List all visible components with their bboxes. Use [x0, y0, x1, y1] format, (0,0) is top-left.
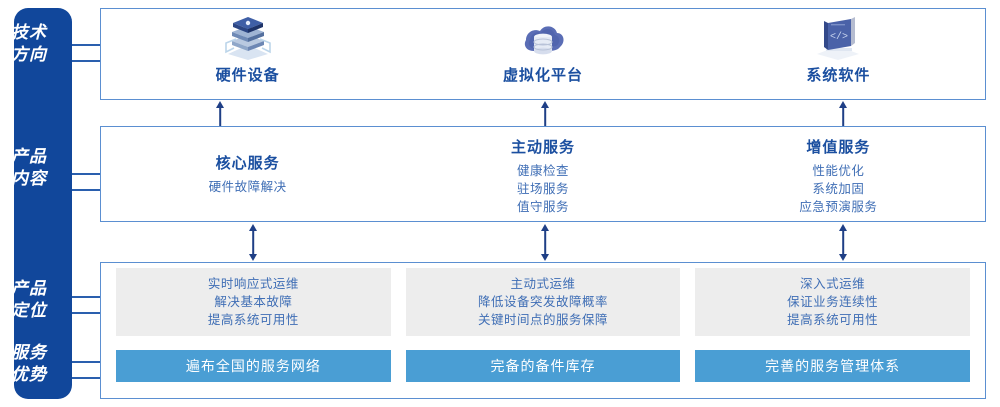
arrow-shaft [544, 229, 546, 256]
position-line: 解决基本故障 [214, 295, 293, 309]
position-line: 深入式运维 [800, 277, 866, 291]
tech-label-system-software: 系统软件 [806, 67, 871, 84]
rail-label-product-content: 产品 内容 [0, 146, 58, 190]
content-item: 值守服务 [516, 200, 569, 214]
connector-advantage-upper [72, 361, 101, 363]
content-title-proactive-service: 主动服务 [510, 139, 575, 156]
tech-column-virtualization[interactable]: 虚拟化平台 [395, 8, 690, 100]
arrow-bidirectional-right [833, 224, 853, 261]
advantage-bar-spare-parts[interactable]: 完备的备件库存 [405, 350, 681, 382]
category-rail [14, 8, 72, 399]
content-column-value-added-service[interactable]: 增值服务 性能优化 系统加固 应急预演服务 [691, 126, 986, 222]
rail-label-line: 方向 [11, 45, 47, 64]
content-item: 应急预演服务 [799, 200, 878, 214]
arrow-head [839, 101, 847, 108]
tech-column-hardware[interactable]: 硬件设备 [100, 8, 395, 100]
position-card-indepth[interactable]: 深入式运维 保证业务连续性 提高系统可用性 [695, 268, 971, 336]
rail-label-line: 服务 [11, 343, 47, 362]
content-title-core-service: 核心服务 [215, 155, 280, 172]
content-item: 健康检查 [516, 164, 569, 178]
product-content-section [100, 126, 986, 222]
position-card-realtime[interactable]: 实时响应式运维 解决基本故障 提高系统可用性 [116, 268, 391, 336]
product-content-columns: 核心服务 硬件故障解决 主动服务 健康检查 驻场服务 值守服务 增值服务 性能优… [100, 126, 986, 222]
position-line: 保证业务连续性 [787, 295, 879, 309]
cloud-database-icon [517, 14, 569, 62]
arrow-bidirectional-left [243, 224, 263, 261]
connector-tech-lower [72, 60, 101, 62]
content-column-proactive-service[interactable]: 主动服务 健康检查 驻场服务 值守服务 [395, 126, 690, 222]
content-item: 性能优化 [812, 164, 865, 178]
rail-label-line: 产品 [11, 147, 47, 166]
content-item: 硬件故障解决 [208, 180, 287, 194]
content-item: 驻场服务 [516, 182, 569, 196]
rail-label-line: 内容 [11, 169, 47, 188]
arrow-head [541, 224, 549, 231]
rail-label-line: 定位 [11, 301, 47, 320]
server-stack-icon [222, 14, 274, 62]
arrow-head [541, 101, 549, 108]
code-screen-icon: </> [810, 14, 866, 62]
connector-content-upper [72, 173, 101, 175]
rail-label-line: 产品 [11, 279, 47, 298]
arrow-shaft [842, 229, 844, 256]
tech-direction-columns: 硬件设备 虚拟化平台 [100, 8, 986, 100]
position-line: 主动式运维 [510, 277, 576, 291]
tech-label-hardware: 硬件设备 [215, 67, 280, 84]
advantage-bar-service-network[interactable]: 遍布全国的服务网络 [116, 350, 391, 382]
position-line: 实时响应式运维 [207, 277, 299, 291]
position-cards: 实时响应式运维 解决基本故障 提高系统可用性 主动式运维 降低设备突发故障概率 … [116, 268, 971, 336]
content-item: 系统加固 [812, 182, 865, 196]
position-card-proactive[interactable]: 主动式运维 降低设备突发故障概率 关键时间点的服务保障 [405, 268, 681, 336]
tech-label-virtualization: 虚拟化平台 [502, 67, 583, 84]
rail-label-service-advantage: 服务 优势 [0, 342, 58, 386]
position-line: 降低设备突发故障概率 [478, 295, 609, 309]
advantage-bars: 遍布全国的服务网络 完备的备件库存 完善的服务管理体系 [116, 350, 971, 382]
arrow-up-hardware [210, 101, 230, 126]
arrow-shaft [252, 229, 254, 256]
arrow-bidirectional-center [535, 224, 555, 261]
svg-text:</>: </> [830, 31, 848, 43]
arrow-shaft [544, 105, 546, 126]
arrow-head [541, 254, 549, 261]
position-line: 提高系统可用性 [787, 313, 879, 327]
tech-column-system-software[interactable]: </> 系统软件 [691, 8, 986, 100]
arrow-head [216, 101, 224, 108]
arrow-shaft [219, 105, 221, 126]
advantage-bar-management-system[interactable]: 完善的服务管理体系 [695, 350, 971, 382]
connector-content-lower [72, 189, 101, 191]
arrow-shaft [842, 105, 844, 126]
connector-position-lower [72, 312, 101, 314]
content-title-value-added-service: 增值服务 [806, 139, 871, 156]
arrow-head [249, 254, 257, 261]
arrow-up-virtualization [535, 101, 555, 126]
arrow-up-system-software [833, 101, 853, 126]
rail-label-line: 优势 [11, 365, 47, 384]
position-line: 关键时间点的服务保障 [478, 313, 609, 327]
rail-label-line: 技术 [11, 23, 47, 42]
connector-tech-upper [72, 44, 101, 46]
arrow-head [249, 224, 257, 231]
position-line: 提高系统可用性 [207, 313, 299, 327]
content-column-core-service[interactable]: 核心服务 硬件故障解决 [100, 126, 395, 222]
arrow-head [839, 254, 847, 261]
arrow-head [839, 224, 847, 231]
rail-label-tech-direction: 技术 方向 [0, 22, 58, 66]
connector-position-upper [72, 296, 101, 298]
rail-label-product-position: 产品 定位 [0, 278, 58, 322]
connector-advantage-lower [72, 377, 101, 379]
